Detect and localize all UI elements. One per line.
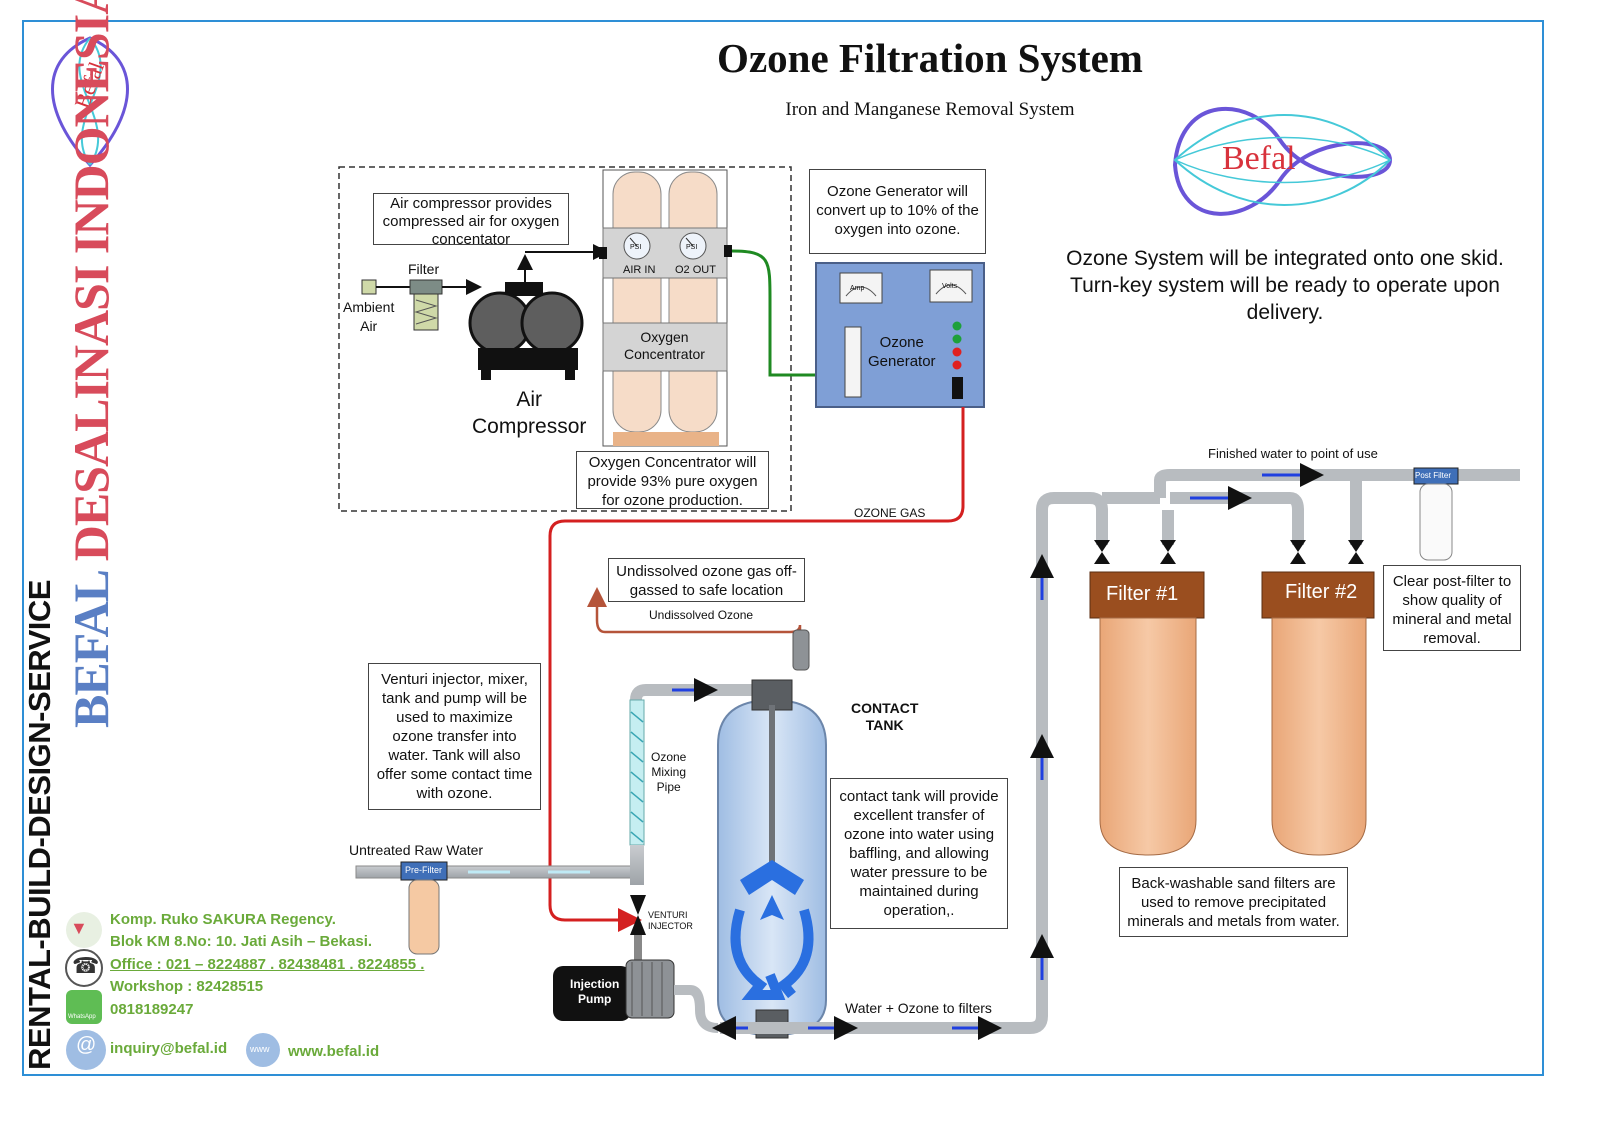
oxygen-line — [731, 249, 818, 377]
filter-valves — [1094, 540, 1364, 564]
label-ozone-mixing-pipe: Ozone Mixing Pipe — [651, 750, 687, 794]
label-injection-pump: Injection Pump — [570, 977, 620, 1006]
brand-vertical-name: BEFAL DESALINASI INDONESIA — [63, 0, 119, 728]
whatsapp-icon: WhatsApp — [68, 1014, 96, 1020]
note-air-compressor: Air compressor provides compressed air f… — [373, 193, 569, 248]
contact-icons — [65, 912, 280, 1070]
sand-filter-2 — [1261, 571, 1375, 856]
label-air-in: AIR IN — [623, 264, 656, 276]
contact-tank — [717, 679, 827, 1039]
label-amp: Amp — [850, 285, 865, 292]
ozone-gas-line — [548, 407, 965, 932]
label-air-compressor: Air Compressor — [472, 388, 587, 438]
logo-text: Befal — [1222, 140, 1296, 177]
label-water-ozone: Water + Ozone to filters — [845, 1000, 992, 1016]
label-psi-out: PSI — [686, 244, 698, 251]
whatsapp-number[interactable]: 0818189247 — [110, 1001, 194, 1018]
label-filter2: Filter #2 — [1285, 581, 1358, 603]
email-address[interactable]: inquiry@befal.id — [110, 1040, 228, 1057]
label-ambient-air: Ambient Air — [343, 299, 395, 334]
label-finished-water: Finished water to point of use — [1208, 446, 1378, 461]
venturi-injector — [630, 895, 646, 935]
label-volts: Volts — [942, 283, 958, 290]
sand-filter-1 — [1089, 571, 1205, 856]
note-ozone-generator: Ozone Generator will convert up to 10% o… — [809, 169, 986, 254]
ozone-generator-unit — [815, 262, 985, 408]
pre-filter-housing — [408, 879, 440, 955]
web-icon: www — [250, 1044, 270, 1054]
venturi-body — [630, 845, 644, 885]
phone-icon: ☎ — [72, 953, 100, 978]
page-subtitle: Iron and Manganese Removal System — [785, 99, 1075, 120]
brand-logo-main — [1172, 106, 1393, 216]
note-contact-tank: contact tank will provide excellent tran… — [830, 778, 1008, 929]
label-undissolved-ozone: Undissolved Ozone — [649, 608, 754, 622]
note-venturi: Venturi injector, mixer, tank and pump w… — [368, 663, 541, 810]
air-compressor-unit — [468, 244, 609, 380]
note-oxygen-concentrator: Oxygen Concentrator will provide 93% pur… — [576, 451, 769, 509]
label-post-filter: Post Filter — [1415, 471, 1452, 480]
label-o2-out: O2 OUT — [675, 264, 716, 276]
note-post-filter: Clear post-filter to show quality of min… — [1383, 565, 1521, 651]
label-pre-filter: Pre-Filter — [405, 865, 443, 875]
tank-to-filters-pipe — [720, 492, 1108, 1034]
offgas-line — [587, 587, 802, 640]
label-filter1: Filter #1 — [1106, 583, 1179, 605]
skid-note: Ozone System will be integrated onto one… — [1066, 247, 1504, 324]
office-phone[interactable]: Office : 021 – 8224887 . 82438481 . 8224… — [110, 956, 425, 973]
label-venturi-injector: VENTURI INJECTOR — [648, 910, 693, 931]
post-filter-housing — [1419, 483, 1453, 561]
label-psi-in: PSI — [630, 244, 642, 251]
offgas-valve — [792, 629, 810, 671]
location-icon: ▼ — [70, 918, 88, 938]
label-ozone-gas: OZONE GAS — [854, 506, 926, 520]
oxygen-concentrator-unit — [599, 169, 732, 447]
workshop-phone[interactable]: Workshop : 82428515 — [110, 978, 264, 995]
website[interactable]: www.befal.id — [288, 1043, 380, 1060]
page-title: Ozone Filtration System — [717, 35, 1143, 81]
address-line2: Blok KM 8.No: 10. Jati Asih – Bekasi. — [110, 933, 373, 950]
page-frame — [22, 20, 1544, 1076]
filter-manifold — [1102, 469, 1520, 545]
air-intake-filter — [361, 279, 482, 331]
brand-vertical-tagline: RENTAL-BUILD-DESIGN-SERVICE — [22, 580, 57, 1070]
note-undissolved-gas: Undissolved ozone gas off-gassed to safe… — [608, 558, 805, 602]
label-ozone-generator: Ozone Generator — [868, 334, 936, 370]
skid-boundary — [338, 166, 792, 512]
email-icon: @ — [76, 1034, 97, 1056]
injection-pump-unit — [553, 959, 719, 1033]
label-contact-tank: CONTACT TANK — [851, 700, 919, 733]
note-sand-filters: Back-washable sand filters are used to r… — [1119, 867, 1348, 937]
address-line1: Komp. Ruko SAKURA Regency. — [110, 911, 336, 928]
label-filter: Filter — [408, 261, 440, 277]
label-oxygen-concentrator: Oxygen Concentrator — [624, 329, 705, 362]
mixing-pipe-pattern — [630, 711, 644, 843]
label-untreated-raw-water: Untreated Raw Water — [349, 842, 484, 858]
